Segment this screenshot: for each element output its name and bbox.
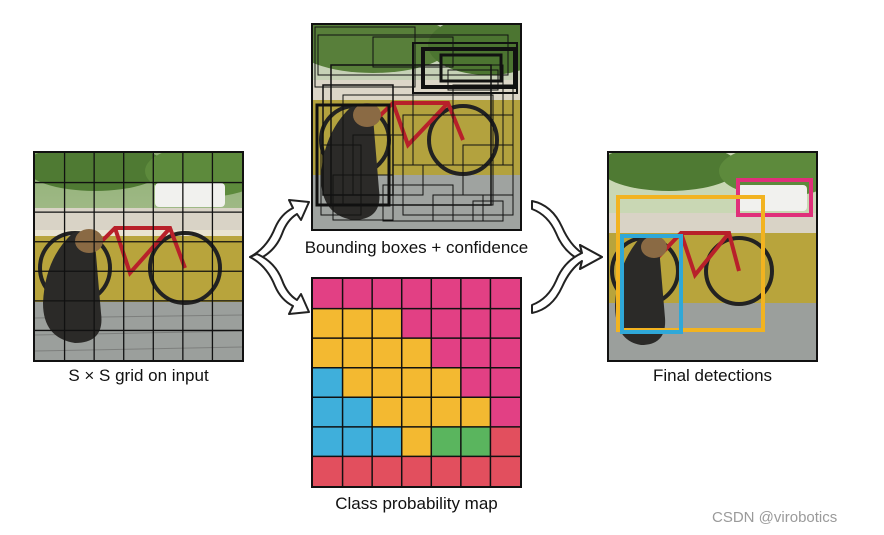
input-grid-panel: [33, 151, 244, 362]
class-cell-car: [461, 338, 491, 368]
class-cell-background: [372, 456, 402, 486]
class-cell-background: [490, 427, 520, 457]
class-cell-bicycle: [372, 368, 402, 398]
merge-arrow-icon: [528, 195, 606, 320]
class-cell-bicycle: [402, 397, 432, 427]
class-cell-bicycle: [343, 338, 373, 368]
class-cell-bicycle: [372, 309, 402, 339]
class-cell-bicycle: [313, 309, 343, 339]
class-cell-car: [343, 279, 373, 309]
class-cell-bicycle: [402, 427, 432, 457]
class-cell-dog: [372, 427, 402, 457]
class-cell-bicycle: [431, 368, 461, 398]
class-cell-bicycle: [402, 338, 432, 368]
class-cell-bicycle: [461, 397, 491, 427]
class-cell-background: [343, 456, 373, 486]
class-cell-car: [490, 309, 520, 339]
class-cell-dog: [313, 397, 343, 427]
class-probability-panel: [311, 277, 522, 488]
class-cell-car: [402, 279, 432, 309]
split-arrow-icon: [245, 190, 315, 325]
class-cell-bicycle: [343, 368, 373, 398]
class-cell-car: [402, 309, 432, 339]
class-cell-car: [313, 279, 343, 309]
class-cell-background: [461, 456, 491, 486]
class-cell-background: [431, 456, 461, 486]
candidate-boxes: [313, 25, 520, 229]
class-cell-car: [490, 368, 520, 398]
class-cell-dog: [343, 397, 373, 427]
class-cell-dining-table: [461, 427, 491, 457]
caption-probability: Class probability map: [280, 494, 553, 514]
caption-boxes: Bounding boxes + confidence: [280, 238, 553, 258]
class-cell-car: [431, 309, 461, 339]
class-cell-car: [490, 338, 520, 368]
class-cell-bicycle: [343, 309, 373, 339]
class-cell-car: [490, 279, 520, 309]
class-cell-car: [490, 397, 520, 427]
class-cell-bicycle: [431, 397, 461, 427]
class-cell-car: [372, 279, 402, 309]
class-cell-dog: [313, 368, 343, 398]
class-cell-car: [461, 368, 491, 398]
class-cell-bicycle: [372, 397, 402, 427]
detection-boxes: [609, 153, 816, 360]
class-cell-bicycle: [372, 338, 402, 368]
class-cell-bicycle: [402, 368, 432, 398]
bounding-boxes-panel: [311, 23, 522, 231]
watermark: CSDN @virobotics: [712, 509, 837, 526]
class-cell-bicycle: [313, 338, 343, 368]
class-cell-car: [461, 279, 491, 309]
class-cell-background: [490, 456, 520, 486]
class-cell-car: [461, 309, 491, 339]
class-cell-car: [431, 338, 461, 368]
class-cell-car: [431, 279, 461, 309]
class-cell-dining-table: [431, 427, 461, 457]
class-cell-background: [313, 456, 343, 486]
class-cell-background: [402, 456, 432, 486]
class-probability-map: [313, 279, 520, 486]
caption-input: S × S grid on input: [33, 366, 244, 386]
final-detections-panel: [607, 151, 818, 362]
caption-final: Final detections: [607, 366, 818, 386]
class-cell-dog: [343, 427, 373, 457]
dog-detection-box: [622, 236, 681, 332]
grid-overlay: [35, 153, 242, 360]
class-cell-dog: [313, 427, 343, 457]
